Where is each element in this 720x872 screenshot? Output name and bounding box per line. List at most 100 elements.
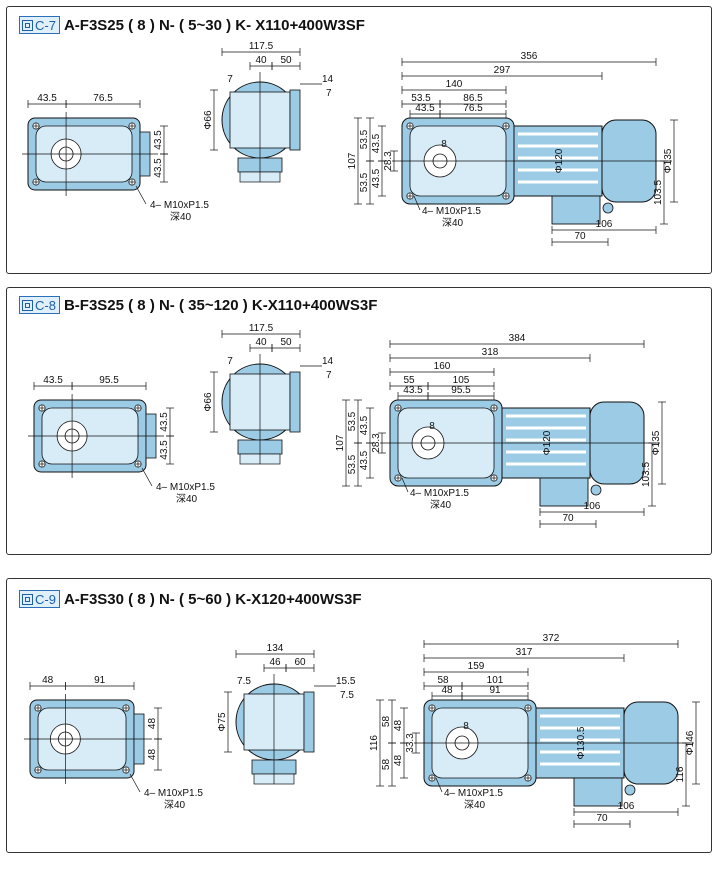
leader — [135, 185, 147, 205]
dim-label: 48 — [393, 755, 404, 767]
figure-badge: C-9 — [19, 590, 60, 608]
depth-note: 深40 — [442, 217, 464, 229]
dim-label: 53.5 — [359, 172, 370, 192]
dim-label: 107 — [347, 152, 358, 169]
dim-label: 50 — [280, 337, 292, 348]
dim-label: 43.5 — [403, 385, 423, 396]
dim-label: Φ66 — [203, 392, 214, 412]
dim-label: 58 — [381, 716, 392, 728]
dim-label: 116 — [369, 735, 380, 751]
dim-label: 70 — [574, 231, 586, 242]
dim-label: 50 — [280, 55, 292, 66]
dim-label: 43.5 — [153, 158, 164, 178]
cable-gland — [602, 202, 614, 214]
dim-label: 48 — [42, 675, 54, 686]
depth-note: 深40 — [170, 211, 192, 223]
dim-label: 53.5 — [359, 129, 370, 149]
dim-label: 134 — [267, 643, 284, 654]
shaft-label: 8 — [441, 139, 447, 150]
dim-label: 40 — [255, 337, 267, 348]
dim-label: 43.5 — [43, 375, 63, 386]
dim-label: 95.5 — [99, 375, 119, 386]
side-flange — [289, 89, 301, 151]
dim-label: 117.5 — [249, 41, 274, 52]
terminal-box — [539, 477, 589, 507]
motor-diameter: Φ120 — [554, 148, 565, 173]
dim-label: 317 — [516, 647, 533, 658]
dim-label: 356 — [521, 51, 538, 62]
dim-label: 106 — [618, 801, 635, 812]
dim-label: 7 — [326, 88, 332, 99]
thread-note: 4– M10xP1.5 — [150, 200, 209, 211]
dim-label: 40 — [255, 55, 267, 66]
figure-badge: C-8 — [19, 296, 60, 314]
dim-label: 28.3 — [371, 433, 382, 453]
dim-label: 7 — [326, 370, 332, 381]
model-title: A-F3S30 ( 8 ) N- ( 5~60 ) K-X120+400WS3F — [63, 590, 362, 608]
dim-label: 43.5 — [371, 168, 382, 188]
figure-icon — [22, 593, 33, 605]
dim-label: 91 — [94, 675, 106, 686]
dim-label: 43.5 — [37, 93, 57, 104]
depth-note: 深40 — [430, 499, 452, 511]
figure-badge: C-7 — [19, 16, 60, 34]
dim-label: 101 — [487, 675, 504, 686]
dim-label: 14 — [322, 356, 334, 367]
dim-label: 76.5 — [463, 103, 483, 114]
leader — [129, 773, 141, 793]
dim-label: 106 — [584, 501, 601, 512]
dim-label: 7.5 — [237, 676, 251, 687]
dim-label: 384 — [509, 333, 526, 344]
dim-label: 297 — [494, 65, 511, 76]
dim-label: 159 — [468, 661, 485, 672]
dim-label: 7 — [227, 74, 233, 85]
dim-label: 372 — [543, 633, 560, 644]
cable-gland — [624, 784, 636, 796]
dim-label: 48 — [393, 720, 404, 732]
dim-label: 53.5 — [347, 454, 358, 474]
dim-label: 48 — [147, 749, 158, 761]
dim-label: 58 — [437, 675, 449, 686]
dim-label: Φ75 — [217, 712, 228, 732]
dim-label: 15.5 — [336, 676, 356, 687]
dim-label: 43.5 — [159, 440, 170, 460]
dim-label: Φ135 — [663, 148, 674, 173]
motor-diameter: Φ120 — [542, 430, 553, 455]
dim-label: 91 — [489, 685, 501, 696]
dim-label: 28.3 — [383, 151, 394, 171]
leader — [413, 195, 421, 211]
dim-label: 46 — [269, 657, 281, 668]
thread-note: 4– M10xP1.5 — [444, 788, 503, 799]
dim-label: 107 — [335, 434, 346, 451]
side-flange — [289, 371, 301, 433]
dim-label: 55 — [403, 375, 415, 386]
dim-label: 14 — [322, 74, 334, 85]
dim-label: 48 — [147, 718, 158, 730]
dim-label: 103.5 — [641, 462, 652, 487]
dim-label: 103.5 — [653, 180, 664, 205]
cable-gland — [590, 484, 602, 496]
dim-label: Φ66 — [203, 110, 214, 130]
dim-label: 53.5 — [347, 411, 358, 431]
depth-note: 深40 — [464, 799, 486, 811]
depth-note: 深40 — [164, 799, 186, 811]
dim-label: 116 — [675, 766, 686, 782]
side-flange — [303, 691, 315, 753]
dim-label: 76.5 — [93, 93, 113, 104]
dim-label: 53.5 — [411, 93, 431, 104]
model-title: A-F3S25 ( 8 ) N- ( 5~30 ) K- X110+400W3S… — [63, 16, 365, 34]
figure-icon — [22, 19, 33, 31]
dim-label: 160 — [434, 361, 451, 372]
leader — [141, 467, 153, 487]
dim-label: 105 — [453, 375, 470, 386]
dim-label: Φ146 — [685, 730, 696, 755]
thread-note: 4– M10xP1.5 — [144, 788, 203, 799]
thread-note: 4– M10xP1.5 — [410, 488, 469, 499]
terminal-box — [573, 777, 623, 807]
